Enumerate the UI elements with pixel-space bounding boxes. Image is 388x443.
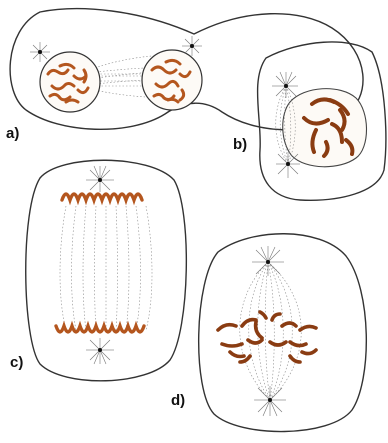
cell-c-aster-bottom: [86, 338, 114, 364]
cell-c-chromosomes-bottom: [56, 326, 144, 332]
cell-b: [258, 42, 386, 200]
cell-a-aster-left: [30, 42, 50, 62]
cell-d: [199, 234, 367, 432]
label-a: a): [6, 125, 19, 142]
cell-d-spindle: [240, 262, 302, 400]
cell-c-spindle: [60, 206, 152, 330]
label-c: c): [10, 354, 23, 371]
cell-b-aster-top: [272, 72, 298, 98]
cell-c-chromosomes-top: [62, 194, 142, 200]
cell-a-nucleus-left: [40, 52, 100, 112]
cell-a-aster-right: [182, 36, 202, 56]
cell-c: [26, 160, 187, 381]
cell-d-aster-bottom: [254, 386, 286, 416]
cell-c-aster-top: [86, 166, 114, 192]
cell-d-aster-top: [252, 246, 284, 276]
label-d: d): [171, 392, 185, 409]
label-b: b): [233, 136, 247, 153]
cell-d-membrane: [199, 234, 367, 432]
cell-a-nucleus-right: [142, 50, 202, 110]
cell-b-aster-bottom: [276, 152, 300, 178]
